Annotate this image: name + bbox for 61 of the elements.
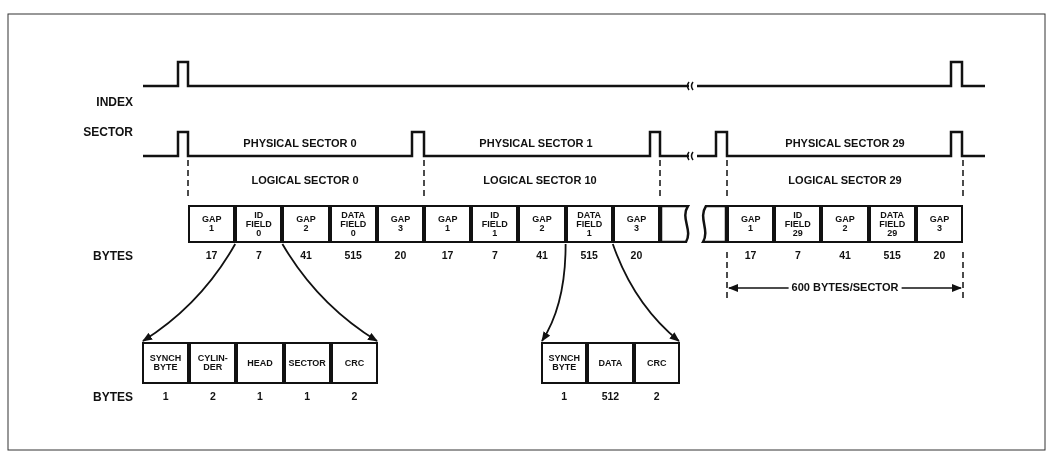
field-cell: SECTOR (283, 342, 331, 384)
byte-count: 41 (536, 249, 548, 261)
byte-count: 20 (933, 249, 946, 261)
arrow (611, 243, 680, 342)
byte-count: 7 (794, 249, 801, 261)
field-cell: DATA FIELD 1 (565, 205, 613, 243)
field-cell: ID FIELD 29 (774, 205, 822, 243)
byte-count: 1 (162, 390, 169, 402)
byte-count: 17 (441, 249, 454, 261)
field-cell: CRC (633, 342, 680, 384)
field-cell: ID FIELD 0 (235, 205, 283, 243)
byte-count: 17 (205, 249, 218, 261)
field-cell: GAP 1 (424, 205, 472, 243)
byte-count: 20 (394, 249, 407, 261)
byte-count: 2 (351, 390, 358, 402)
byte-count: 1 (561, 390, 568, 402)
signal-label: BYTES (93, 390, 133, 404)
field-cell: GAP 1 (188, 205, 236, 243)
arrow (281, 243, 378, 342)
byte-count: 515 (580, 249, 598, 261)
byte-count: 2 (653, 390, 660, 402)
field-cell: SYNCH BYTE (541, 342, 588, 384)
field-cell: GAP 1 (727, 205, 775, 243)
byte-count: 512 (601, 390, 620, 402)
field-cell: DATA FIELD 29 (868, 205, 916, 243)
byte-count: 515 (344, 249, 362, 261)
field-cell: HEAD (236, 342, 284, 384)
field-cell: CYLIN- DER (189, 342, 237, 384)
field-cell: GAP 3 (376, 205, 424, 243)
byte-count: 2 (209, 390, 216, 402)
field-cell: GAP 3 (612, 205, 660, 243)
field-cell: DATA FIELD 0 (329, 205, 377, 243)
arrow (541, 243, 567, 342)
field-cell: CRC (330, 342, 378, 384)
field-cell: ID FIELD 1 (471, 205, 519, 243)
dimension-label: 600 BYTES/SECTOR (788, 281, 902, 293)
byte-count: 1 (257, 390, 263, 402)
signal-label: INDEX (96, 95, 133, 109)
sector-label: LOGICAL SECTOR 29 (788, 174, 902, 186)
field-cell: SYNCH BYTE (142, 342, 190, 384)
sector-label: PHYSICAL SECTOR 29 (785, 137, 905, 149)
byte-count: 7 (255, 249, 262, 261)
signal-label: BYTES (93, 249, 133, 263)
byte-count: 20 (630, 249, 643, 261)
sector-label: LOGICAL SECTOR 10 (483, 174, 597, 186)
byte-count: 41 (300, 249, 312, 261)
field-cell: GAP 2 (282, 205, 330, 243)
signal-label: SECTOR (83, 125, 133, 139)
byte-count: 515 (883, 249, 901, 261)
field-cell: DATA (587, 342, 634, 384)
byte-count: 7 (491, 249, 498, 261)
sector-label: LOGICAL SECTOR 0 (251, 174, 359, 186)
field-cell: GAP 2 (518, 205, 566, 243)
sector-label: PHYSICAL SECTOR 1 (479, 137, 593, 149)
byte-count: 41 (839, 249, 851, 261)
byte-count: 1 (304, 390, 311, 402)
sector-label: PHYSICAL SECTOR 0 (243, 137, 357, 149)
byte-count: 17 (744, 249, 757, 261)
field-cell: GAP 2 (821, 205, 869, 243)
field-cell: GAP 3 (915, 205, 963, 243)
arrow (142, 243, 237, 342)
